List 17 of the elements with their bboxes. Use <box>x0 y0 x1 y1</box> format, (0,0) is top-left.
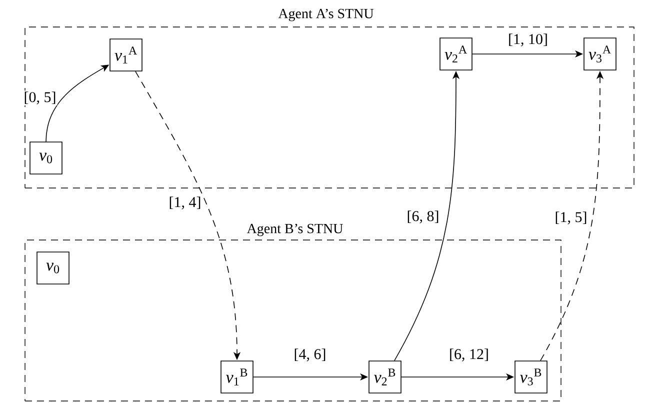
event-box: v$_{0}$ <box>30 142 62 174</box>
event-box: v$_{1}$A <box>110 38 142 72</box>
event-box: v$_{2}$B <box>368 360 402 394</box>
edge-label: [1, 10] <box>507 32 549 48</box>
edge-label: [6, 8] <box>406 210 440 224</box>
edge-label: [6, 12] <box>448 348 490 362</box>
event-box: v$_{3}$A <box>584 38 616 70</box>
edge-label: [1, 5] <box>554 210 588 226</box>
edge-label: [4, 6] <box>292 348 328 362</box>
edge-label: [0, 5] <box>22 90 58 106</box>
event-box: v$_{3}$B <box>514 360 548 394</box>
event-box: v$_{1}$B <box>220 360 254 394</box>
edge-label: [1, 4] <box>168 196 202 210</box>
node-label: Agent A’s STNU <box>278 8 374 22</box>
event-box: v$_{0}$ <box>36 252 70 284</box>
event-box: v$_{2}$A <box>440 38 472 70</box>
node-label: Agent B’s STNU <box>246 224 343 236</box>
